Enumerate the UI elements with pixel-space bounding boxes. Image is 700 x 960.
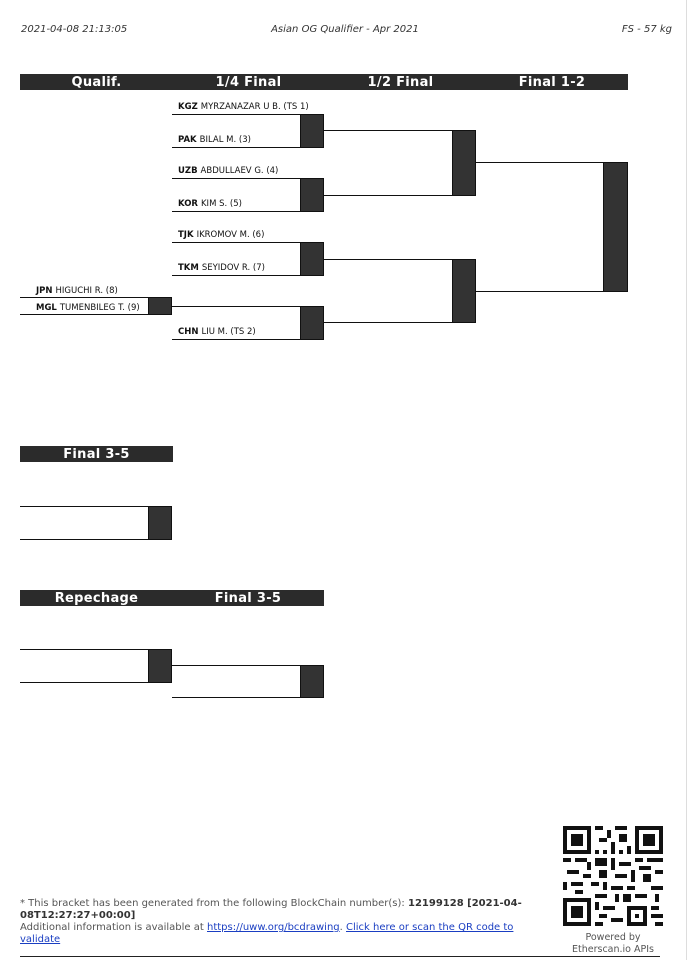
repechage-final35-header: Final 3-5 [172,590,324,606]
timestamp: 2021-04-08 21:13:05 [21,24,128,35]
repechage-slot-1 [20,649,172,650]
final35-header: Final 3-5 [20,446,173,462]
sf-1-score-box [452,130,476,196]
powered-by: Powered by Etherscan.io APIs [572,932,654,955]
round-qualif-header: Qualif. [20,74,173,90]
qf-4-score-box [300,306,324,340]
repechage-final-slot-1 [172,665,324,666]
qr-code-icon[interactable] [563,826,663,926]
qf-1-score-box [300,114,324,148]
qf-2-score-box [300,178,324,212]
round-semi-header: 1/2 Final [324,74,477,90]
round-final-header: Final 1-2 [476,74,628,90]
repechage-final-slot-2 [172,697,324,698]
final35-score-box [148,506,172,540]
final-score-box [603,162,628,292]
repechage-final-score-box [300,665,324,698]
footer-note: * This bracket has been generated from t… [20,898,522,945]
repechage-slot-2 [20,682,172,683]
validate-link[interactable]: Click here or scan the QR code to valida… [20,922,514,945]
uww-link[interactable]: https://uww.org/bcdrawing [207,922,340,933]
repechage-header: Repechage [20,590,173,606]
final35-slot-1 [20,506,172,507]
final35-slot-2 [20,539,172,540]
qf-3-score-box [300,242,324,276]
qf-slot-7-line [172,306,324,307]
event-title: Asian OG Qualifier - Apr 2021 [271,24,419,35]
blockchain-ref: 12199128 [2021-04-08T12:27:27+00:00] [20,898,522,921]
round-quarter-header: 1/4 Final [172,74,325,90]
sf-2-score-box [452,259,476,323]
repechage-score-box [148,649,172,683]
qualif-score-box [148,297,172,315]
weight-category: FS - 57 kg [621,24,672,35]
